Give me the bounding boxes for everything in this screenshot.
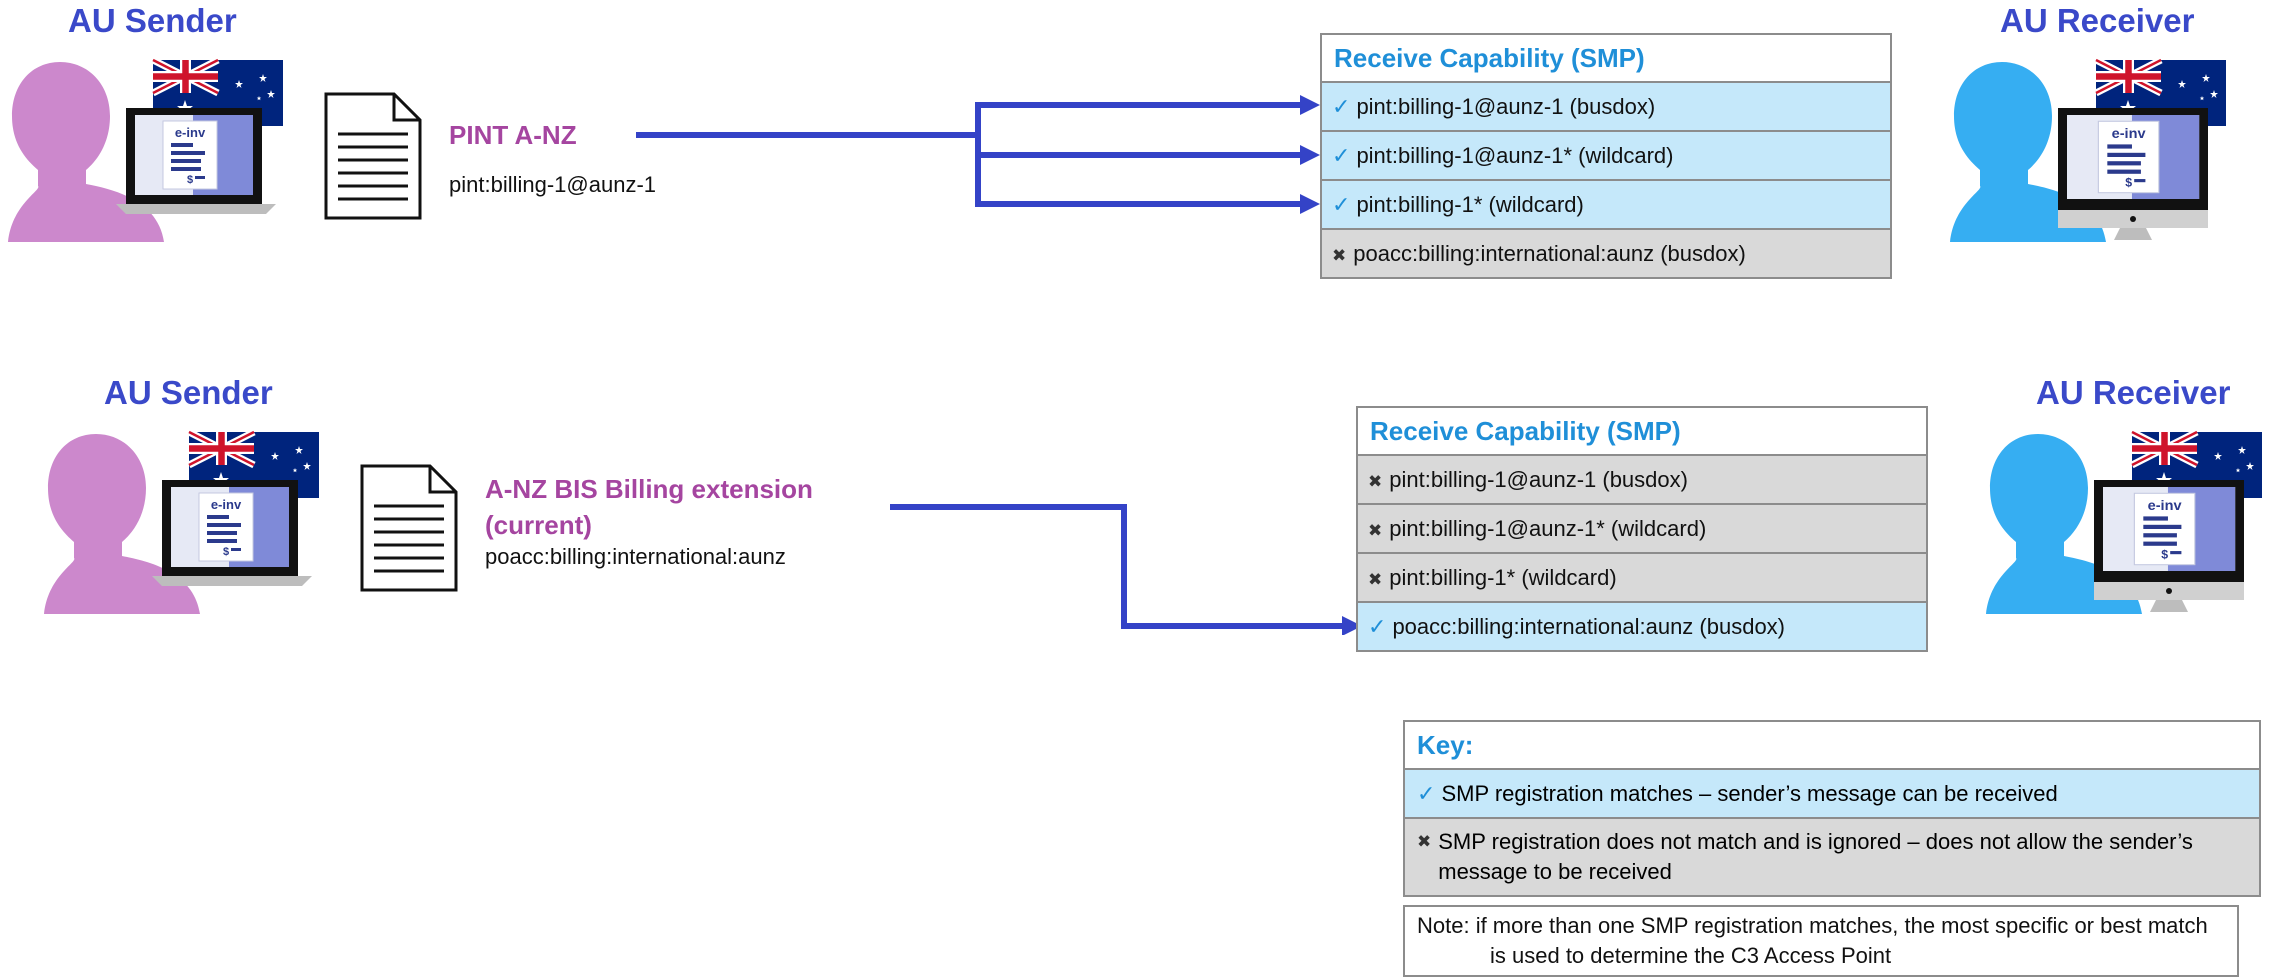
capability-header: Receive Capability (SMP) [1322, 35, 1890, 83]
key-nomatch-row: ✖ SMP registration does not match and is … [1405, 819, 2259, 895]
capability-text: pint:billing-1@aunz-1 (busdox) [1356, 94, 1656, 119]
key-header: Key: [1405, 722, 2259, 770]
capability-text: pint:billing-1* (wildcard) [1389, 565, 1617, 590]
arrow-head [1300, 194, 1320, 214]
check-icon: ✓ [1417, 781, 1436, 806]
capability-text: poacc:billing:international:aunz (busdox… [1392, 614, 1786, 639]
sender-person-laptop-icon [8, 58, 298, 242]
receiver-person-monitor-icon [1950, 58, 2230, 242]
cross-icon: ✖ [1332, 246, 1347, 265]
capability-row: ✓pint:billing-1* (wildcard) [1322, 181, 1890, 230]
receive-capability-table: Receive Capability (SMP) ✓pint:billing-1… [1320, 33, 1892, 279]
check-icon: ✓ [1332, 94, 1351, 119]
doc-title-line2: (current) [485, 510, 592, 540]
doc-id: pint:billing-1@aunz-1 [449, 172, 657, 197]
routing-arrows [636, 95, 1320, 214]
capability-row: ✖ poacc:billing:international:aunz (busdo… [1322, 230, 1890, 277]
capability-text: pint:billing-1@aunz-1* (wildcard) [1356, 143, 1674, 168]
arrow-head [1342, 616, 1362, 635]
arrow-head [1300, 95, 1320, 115]
receiver-label: AU Receiver [2000, 2, 2195, 39]
capability-text: poacc:billing:international:aunz (busdox… [1353, 241, 1746, 266]
doc-title-line1: A-NZ BIS Billing extension [485, 474, 813, 504]
capability-text: pint:billing-1@aunz-1 (busdox) [1389, 467, 1688, 492]
receiver-person-monitor-icon [1986, 430, 2266, 614]
routing-arrows [890, 504, 1362, 635]
doc-title: PINT A-NZ [449, 120, 577, 150]
capability-row: ✖ pint:billing-1@aunz-1 (busdox) [1358, 456, 1926, 505]
sender-label: AU Sender [68, 2, 237, 39]
capability-row: ✓poacc:billing:international:aunz (busdo… [1358, 603, 1926, 650]
sender-label: AU Sender [104, 374, 273, 411]
capability-header: Receive Capability (SMP) [1358, 408, 1926, 456]
check-icon: ✓ [1332, 192, 1351, 217]
capability-row: ✖ pint:billing-1* (wildcard) [1358, 554, 1926, 603]
capability-row: ✓pint:billing-1@aunz-1 (busdox) [1322, 83, 1890, 132]
capability-text: pint:billing-1* (wildcard) [1356, 192, 1584, 217]
key-nomatch-text: SMP registration does not match and is i… [1438, 829, 2193, 884]
capability-row: ✖ pint:billing-1@aunz-1* (wildcard) [1358, 505, 1926, 554]
key-note: Note: if more than one SMP registration … [1403, 905, 2239, 977]
arrow-head [1300, 145, 1320, 165]
key-match-row: ✓SMP registration matches – sender’s mes… [1405, 770, 2259, 819]
document-icon [360, 464, 458, 592]
receiver-label: AU Receiver [2036, 374, 2231, 411]
cross-icon: ✖ [1417, 832, 1432, 851]
receive-capability-table: Receive Capability (SMP) ✖ pint:billing-1… [1356, 406, 1928, 652]
capability-text: pint:billing-1@aunz-1* (wildcard) [1389, 516, 1707, 541]
document-icon [324, 92, 422, 220]
cross-icon: ✖ [1368, 472, 1383, 491]
cross-icon: ✖ [1368, 521, 1383, 540]
check-icon: ✓ [1368, 614, 1387, 639]
capability-row: ✓pint:billing-1@aunz-1* (wildcard) [1322, 132, 1890, 181]
cross-icon: ✖ [1368, 570, 1383, 589]
key-legend: Key: ✓SMP registration matches – sender’… [1403, 720, 2261, 977]
key-match-text: SMP registration matches – sender’s mess… [1441, 781, 2058, 806]
note-text: Note: if more than one SMP registration … [1417, 913, 2208, 968]
key-box: Key: ✓SMP registration matches – sender’… [1403, 720, 2261, 897]
sender-person-laptop-icon [44, 430, 334, 614]
doc-id: poacc:billing:international:aunz [485, 544, 786, 569]
check-icon: ✓ [1332, 143, 1351, 168]
